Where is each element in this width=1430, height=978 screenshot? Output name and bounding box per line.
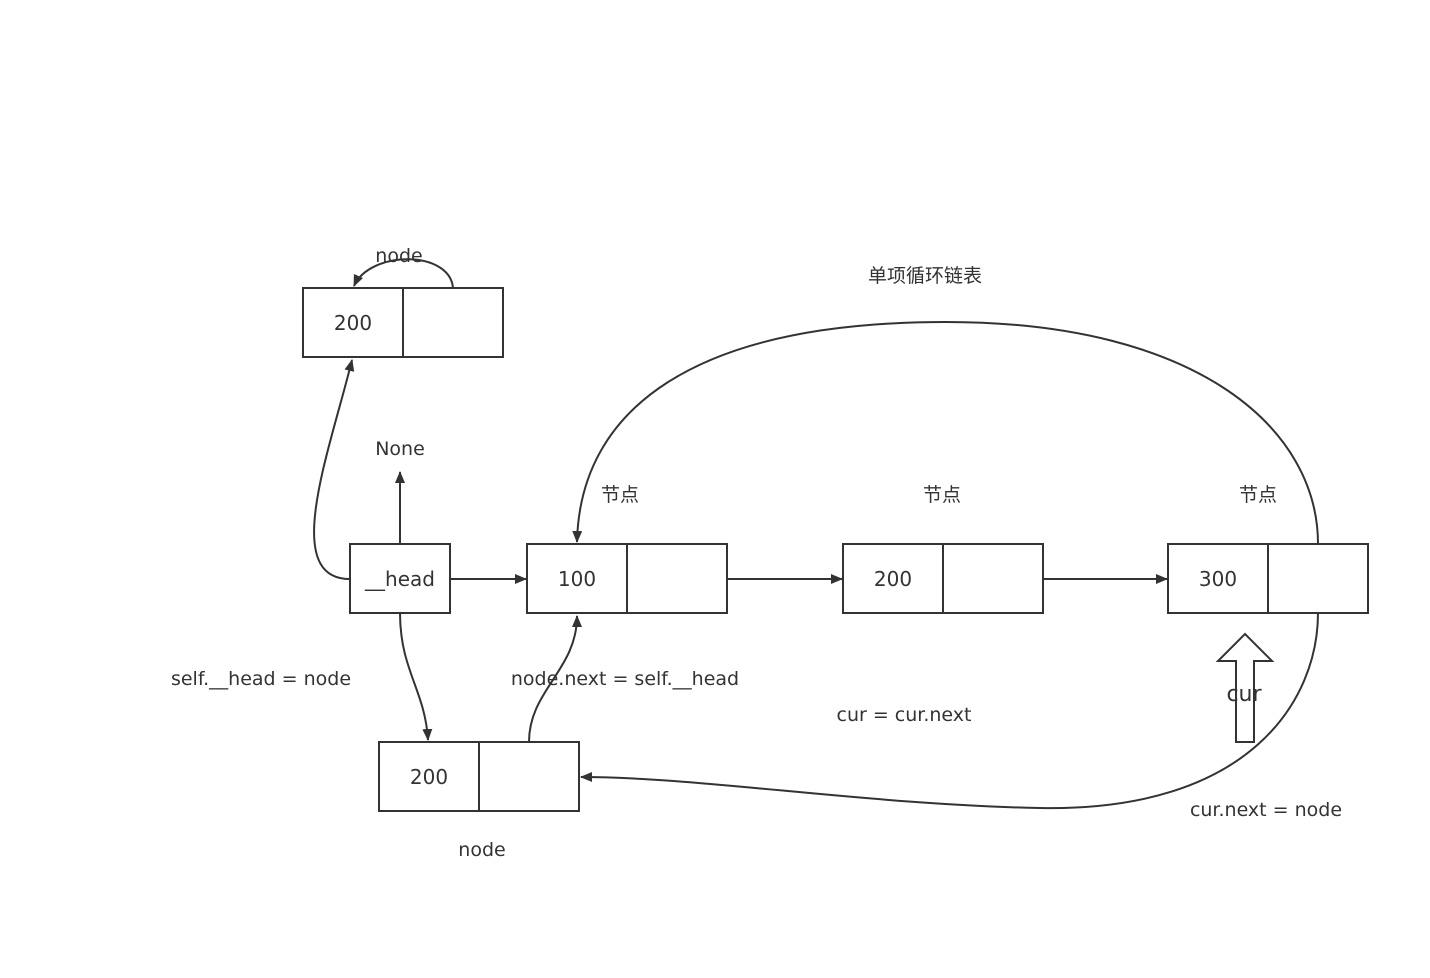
- self-loop-arrow: [353, 258, 454, 289]
- node-200-value: 200: [874, 567, 912, 591]
- head-node: __head: [349, 543, 451, 614]
- head-to-top-node-arrow: [313, 359, 355, 580]
- node-100-label: 节点: [601, 484, 639, 506]
- top-node-value: 200: [334, 311, 372, 335]
- up-arrow-outline-icon: [1215, 632, 1275, 743]
- none-label: None: [375, 438, 425, 460]
- node-100: 100: [526, 543, 728, 614]
- node-300-value: 300: [1199, 567, 1237, 591]
- cur-advance-label: cur = cur.next: [837, 704, 972, 726]
- new-node-value: 200: [410, 765, 448, 789]
- head-to-new-node-arrow: [399, 612, 433, 741]
- cur-next-label: cur.next = node: [1190, 799, 1342, 821]
- node-300-label: 节点: [1239, 484, 1277, 506]
- new-node: 200: [378, 741, 580, 812]
- top-node: 200: [302, 287, 504, 358]
- cur-next-to-new-node-arrow: [580, 612, 1319, 810]
- node-200-label: 节点: [923, 484, 961, 506]
- assign-head-label: self.__head = node: [171, 668, 351, 690]
- head-value: __head: [364, 567, 435, 591]
- circular-back-link-arrow: [572, 320, 1319, 545]
- node-100-value: 100: [558, 567, 596, 591]
- diagram-title: 单项循环链表: [868, 265, 982, 287]
- new-node-next-to-node-100-arrow: [528, 615, 582, 743]
- cur-pointer-label: cur: [1226, 682, 1262, 707]
- node-300: 300: [1167, 543, 1369, 614]
- new-node-label: node: [458, 839, 505, 861]
- node-200: 200: [842, 543, 1044, 614]
- node-next-label: node.next = self.__head: [511, 668, 739, 690]
